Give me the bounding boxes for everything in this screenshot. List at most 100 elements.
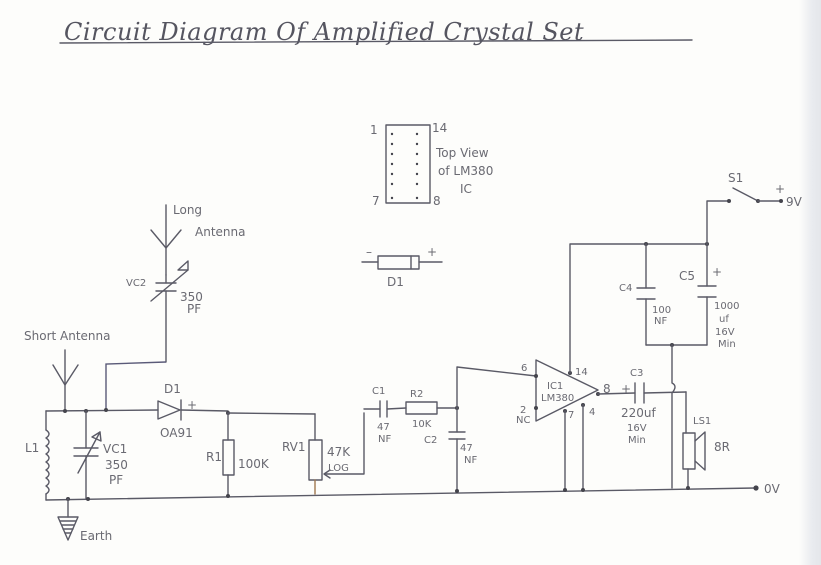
long-antenna-symbol bbox=[150, 229, 182, 249]
ic-outline bbox=[385, 124, 431, 204]
c3-note: Min bbox=[628, 435, 646, 446]
earth-symbol: Earth bbox=[57, 498, 112, 543]
c3-value: 220uf bbox=[621, 406, 657, 420]
ic-pin-1-label: 1 bbox=[370, 123, 378, 137]
capacitor-c5: C5 + 1000 uf 16V Min bbox=[679, 243, 739, 350]
d1-to-rv1-wire bbox=[227, 412, 316, 415]
ic-pin-14-label: 14 bbox=[432, 121, 447, 135]
variable-capacitor-vc2: VC2 350 PF bbox=[126, 260, 203, 363]
vc1-value: 350 bbox=[105, 458, 128, 472]
ic1-pin2-note: NC bbox=[516, 415, 530, 426]
ic-caption-line1: Top View bbox=[435, 146, 489, 160]
vc2-to-node-wire bbox=[105, 361, 167, 410]
ground-rail bbox=[45, 487, 756, 501]
c5-unit: uf bbox=[719, 314, 729, 325]
l1-ref: L1 bbox=[25, 441, 39, 455]
c4-value: 100 bbox=[652, 305, 671, 316]
ls1-value: 8R bbox=[714, 440, 730, 454]
c3-ref: C3 bbox=[630, 368, 643, 379]
diode-package-legend: – + D1 bbox=[361, 245, 443, 289]
vc1-ref: VC1 bbox=[103, 442, 127, 456]
speaker-ls1: LS1 8R bbox=[682, 391, 730, 489]
supply-voltage: 9V bbox=[786, 195, 803, 209]
short-antenna-symbol bbox=[52, 364, 79, 386]
ic1-ref: IC1 bbox=[547, 381, 563, 392]
vc2-ref: VC2 bbox=[126, 278, 146, 289]
d1-value: OA91 bbox=[160, 426, 193, 440]
diode-legend-minus: – bbox=[366, 245, 372, 259]
capacitor-c1: C1 47 NF bbox=[363, 386, 407, 445]
diode-d1: D1 + OA91 bbox=[157, 382, 229, 440]
switch-s1: S1 + 9V bbox=[706, 171, 803, 245]
capacitor-c4: C4 100 NF bbox=[619, 243, 671, 346]
c2-unit: NF bbox=[464, 455, 477, 466]
capacitor-c3: C3 + 220uf 16V Min bbox=[597, 368, 687, 446]
c5-voltage: 16V bbox=[715, 327, 735, 338]
diode-legend-label: D1 bbox=[387, 275, 404, 289]
c4-unit: NF bbox=[654, 316, 667, 327]
ground-label: 0V bbox=[764, 482, 781, 496]
ic1-pin6-label: 6 bbox=[521, 363, 527, 374]
resistor-r2: R2 10K bbox=[405, 389, 458, 430]
paper-edge-shadow bbox=[799, 0, 821, 565]
long-antenna-label-2: Antenna bbox=[195, 225, 245, 239]
variable-capacitor-vc1: VC1 350 PF bbox=[73, 410, 128, 500]
d1-ref: D1 bbox=[164, 382, 181, 396]
r1-ref: R1 bbox=[206, 450, 222, 464]
ic-pinout-diagram: 1 7 8 14 Top View of LM380 IC bbox=[370, 121, 493, 208]
diode-body bbox=[377, 255, 420, 270]
ic1-pin8-label: 8 bbox=[603, 382, 611, 396]
c1-ref: C1 bbox=[372, 386, 385, 397]
vc2-value: 350 bbox=[180, 290, 203, 304]
ic1-pin7-label: 7 bbox=[568, 410, 574, 421]
rv1-value: 47K bbox=[327, 445, 351, 459]
s1-ref: S1 bbox=[728, 171, 743, 185]
vc1-unit: PF bbox=[109, 473, 123, 487]
supply-plus: + bbox=[775, 182, 785, 196]
c1-unit: NF bbox=[378, 434, 391, 445]
ic-caption-line3: IC bbox=[460, 182, 472, 196]
r1-value: 100K bbox=[238, 457, 270, 471]
amplifier-ic1: 6 2 NC 14 7 4 8 IC1 LM380 bbox=[516, 359, 611, 426]
ic1-part: LM380 bbox=[541, 393, 574, 404]
resistor-r1: R1 100K bbox=[206, 412, 270, 497]
c5-value: 1000 bbox=[714, 301, 739, 312]
decoupling-ground-wire bbox=[671, 344, 676, 489]
inductor-l1: L1 bbox=[25, 410, 50, 501]
ic-caption-line2: of LM380 bbox=[438, 164, 493, 178]
c2-value: 47 bbox=[460, 443, 473, 454]
long-antenna: Long Antenna bbox=[150, 203, 245, 276]
short-antenna: Short Antenna bbox=[24, 329, 110, 411]
ic-pin-7-label: 7 bbox=[372, 194, 380, 208]
diode-legend-plus: + bbox=[427, 245, 437, 259]
rv1-taper: LOG bbox=[328, 463, 349, 474]
ic1-triangle bbox=[535, 359, 599, 422]
short-antenna-label: Short Antenna bbox=[24, 329, 110, 343]
c2-ref: C2 bbox=[424, 435, 437, 446]
capacitor-c2: C2 47 NF bbox=[424, 407, 477, 492]
c1-value: 47 bbox=[377, 422, 390, 433]
r2-to-ic-pin6-wire bbox=[456, 366, 537, 409]
c5-plus: + bbox=[712, 265, 722, 279]
c3-plus: + bbox=[621, 382, 631, 396]
title-underline bbox=[59, 39, 693, 44]
ls1-ref: LS1 bbox=[693, 416, 711, 427]
potentiometer-rv1: RV1 47K LOG bbox=[282, 412, 365, 495]
ic-pin-dots bbox=[390, 132, 419, 200]
r2-ref: R2 bbox=[410, 389, 423, 400]
d1-plus: + bbox=[187, 398, 197, 412]
ic1-pin14-label: 14 bbox=[575, 367, 588, 378]
ic1-pin2-label: 2 bbox=[520, 405, 526, 416]
ground-terminal bbox=[753, 485, 759, 491]
c5-note: Min bbox=[718, 339, 736, 350]
rv1-ref: RV1 bbox=[282, 440, 306, 454]
earth-label: Earth bbox=[80, 529, 112, 543]
tank-top-wire bbox=[45, 409, 159, 412]
supply-rail-wire bbox=[569, 243, 708, 374]
ic1-pin4-label: 4 bbox=[589, 407, 595, 418]
vc2-unit: PF bbox=[187, 302, 201, 316]
r2-value: 10K bbox=[412, 419, 432, 430]
c3-voltage: 16V bbox=[627, 423, 647, 434]
long-antenna-label-1: Long bbox=[173, 203, 202, 217]
